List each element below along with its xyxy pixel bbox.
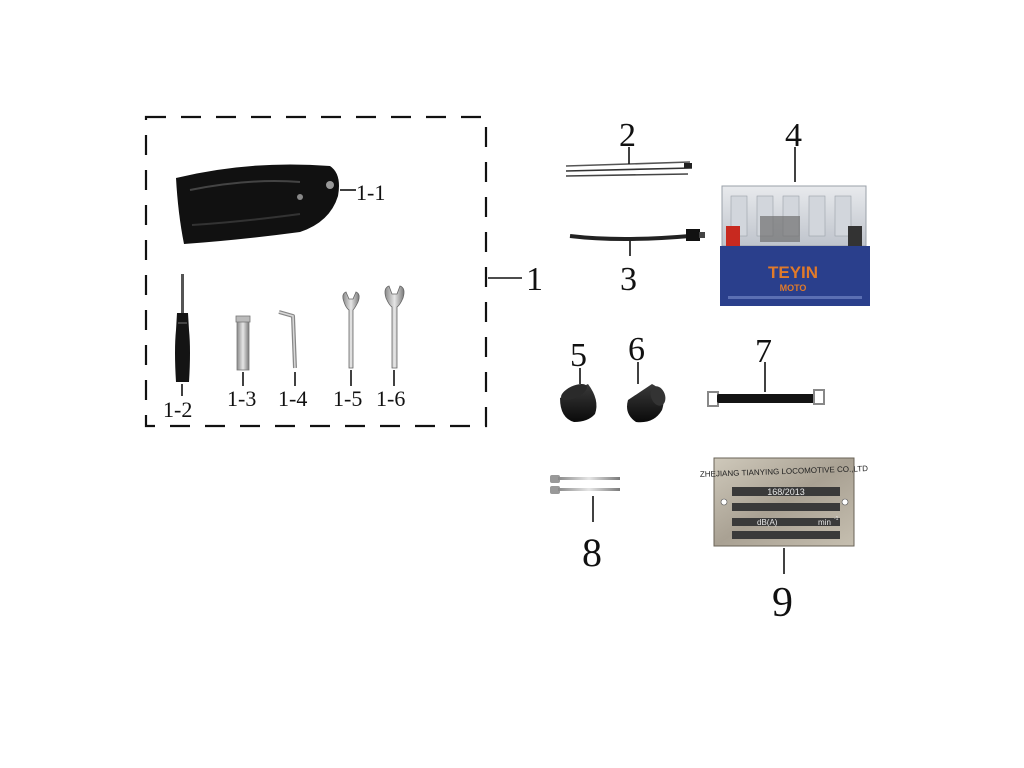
part-label-1-4: 1-4 (278, 386, 307, 411)
large-spanner (384, 285, 405, 369)
tool-pouch (176, 164, 339, 244)
cable-ties (565, 161, 693, 177)
part-label-4: 4 (785, 117, 802, 154)
battery-brand-text: TEYIN (768, 263, 818, 282)
part-label-1: 1 (526, 261, 543, 298)
nameplate-db-text: dB(A) (757, 518, 778, 527)
part-label-5: 5 (570, 337, 587, 374)
part-label-9: 9 (772, 580, 793, 626)
part-label-3: 3 (620, 261, 637, 298)
small-spanner (342, 291, 360, 369)
part-label-7: 7 (755, 333, 772, 370)
nameplate-min-text: min (818, 518, 831, 527)
toolkit-group-box (144, 115, 488, 428)
nameplate-code-text: 168/2013 (767, 487, 805, 497)
rivets (550, 475, 620, 494)
wire-connector (569, 229, 705, 241)
part-label-6: 6 (628, 331, 645, 368)
part-label-1-5: 1-5 (333, 386, 362, 411)
part-label-1-1: 1-1 (356, 180, 385, 205)
part-label-2: 2 (619, 117, 636, 154)
socket-tube (235, 315, 251, 371)
nameplate: ZHEJIANG TIANYING LOCOMOTIVE CO.,LTD 168… (700, 457, 868, 547)
battery: TEYIN MOTO (720, 185, 870, 306)
battery-sub-text: MOTO (780, 283, 807, 293)
part-label-1-3: 1-3 (227, 386, 256, 411)
rubber-grommet-6 (627, 384, 666, 423)
rubber-cap-5 (560, 383, 597, 422)
nameplate-min-sup-text: -1 (834, 516, 839, 522)
hex-key (278, 310, 297, 369)
part-label-8: 8 (582, 530, 602, 575)
part-label-1-2: 1-2 (163, 397, 192, 422)
screwdriver (175, 274, 190, 382)
battery-strap (707, 389, 825, 407)
part-label-1-6: 1-6 (376, 386, 405, 411)
